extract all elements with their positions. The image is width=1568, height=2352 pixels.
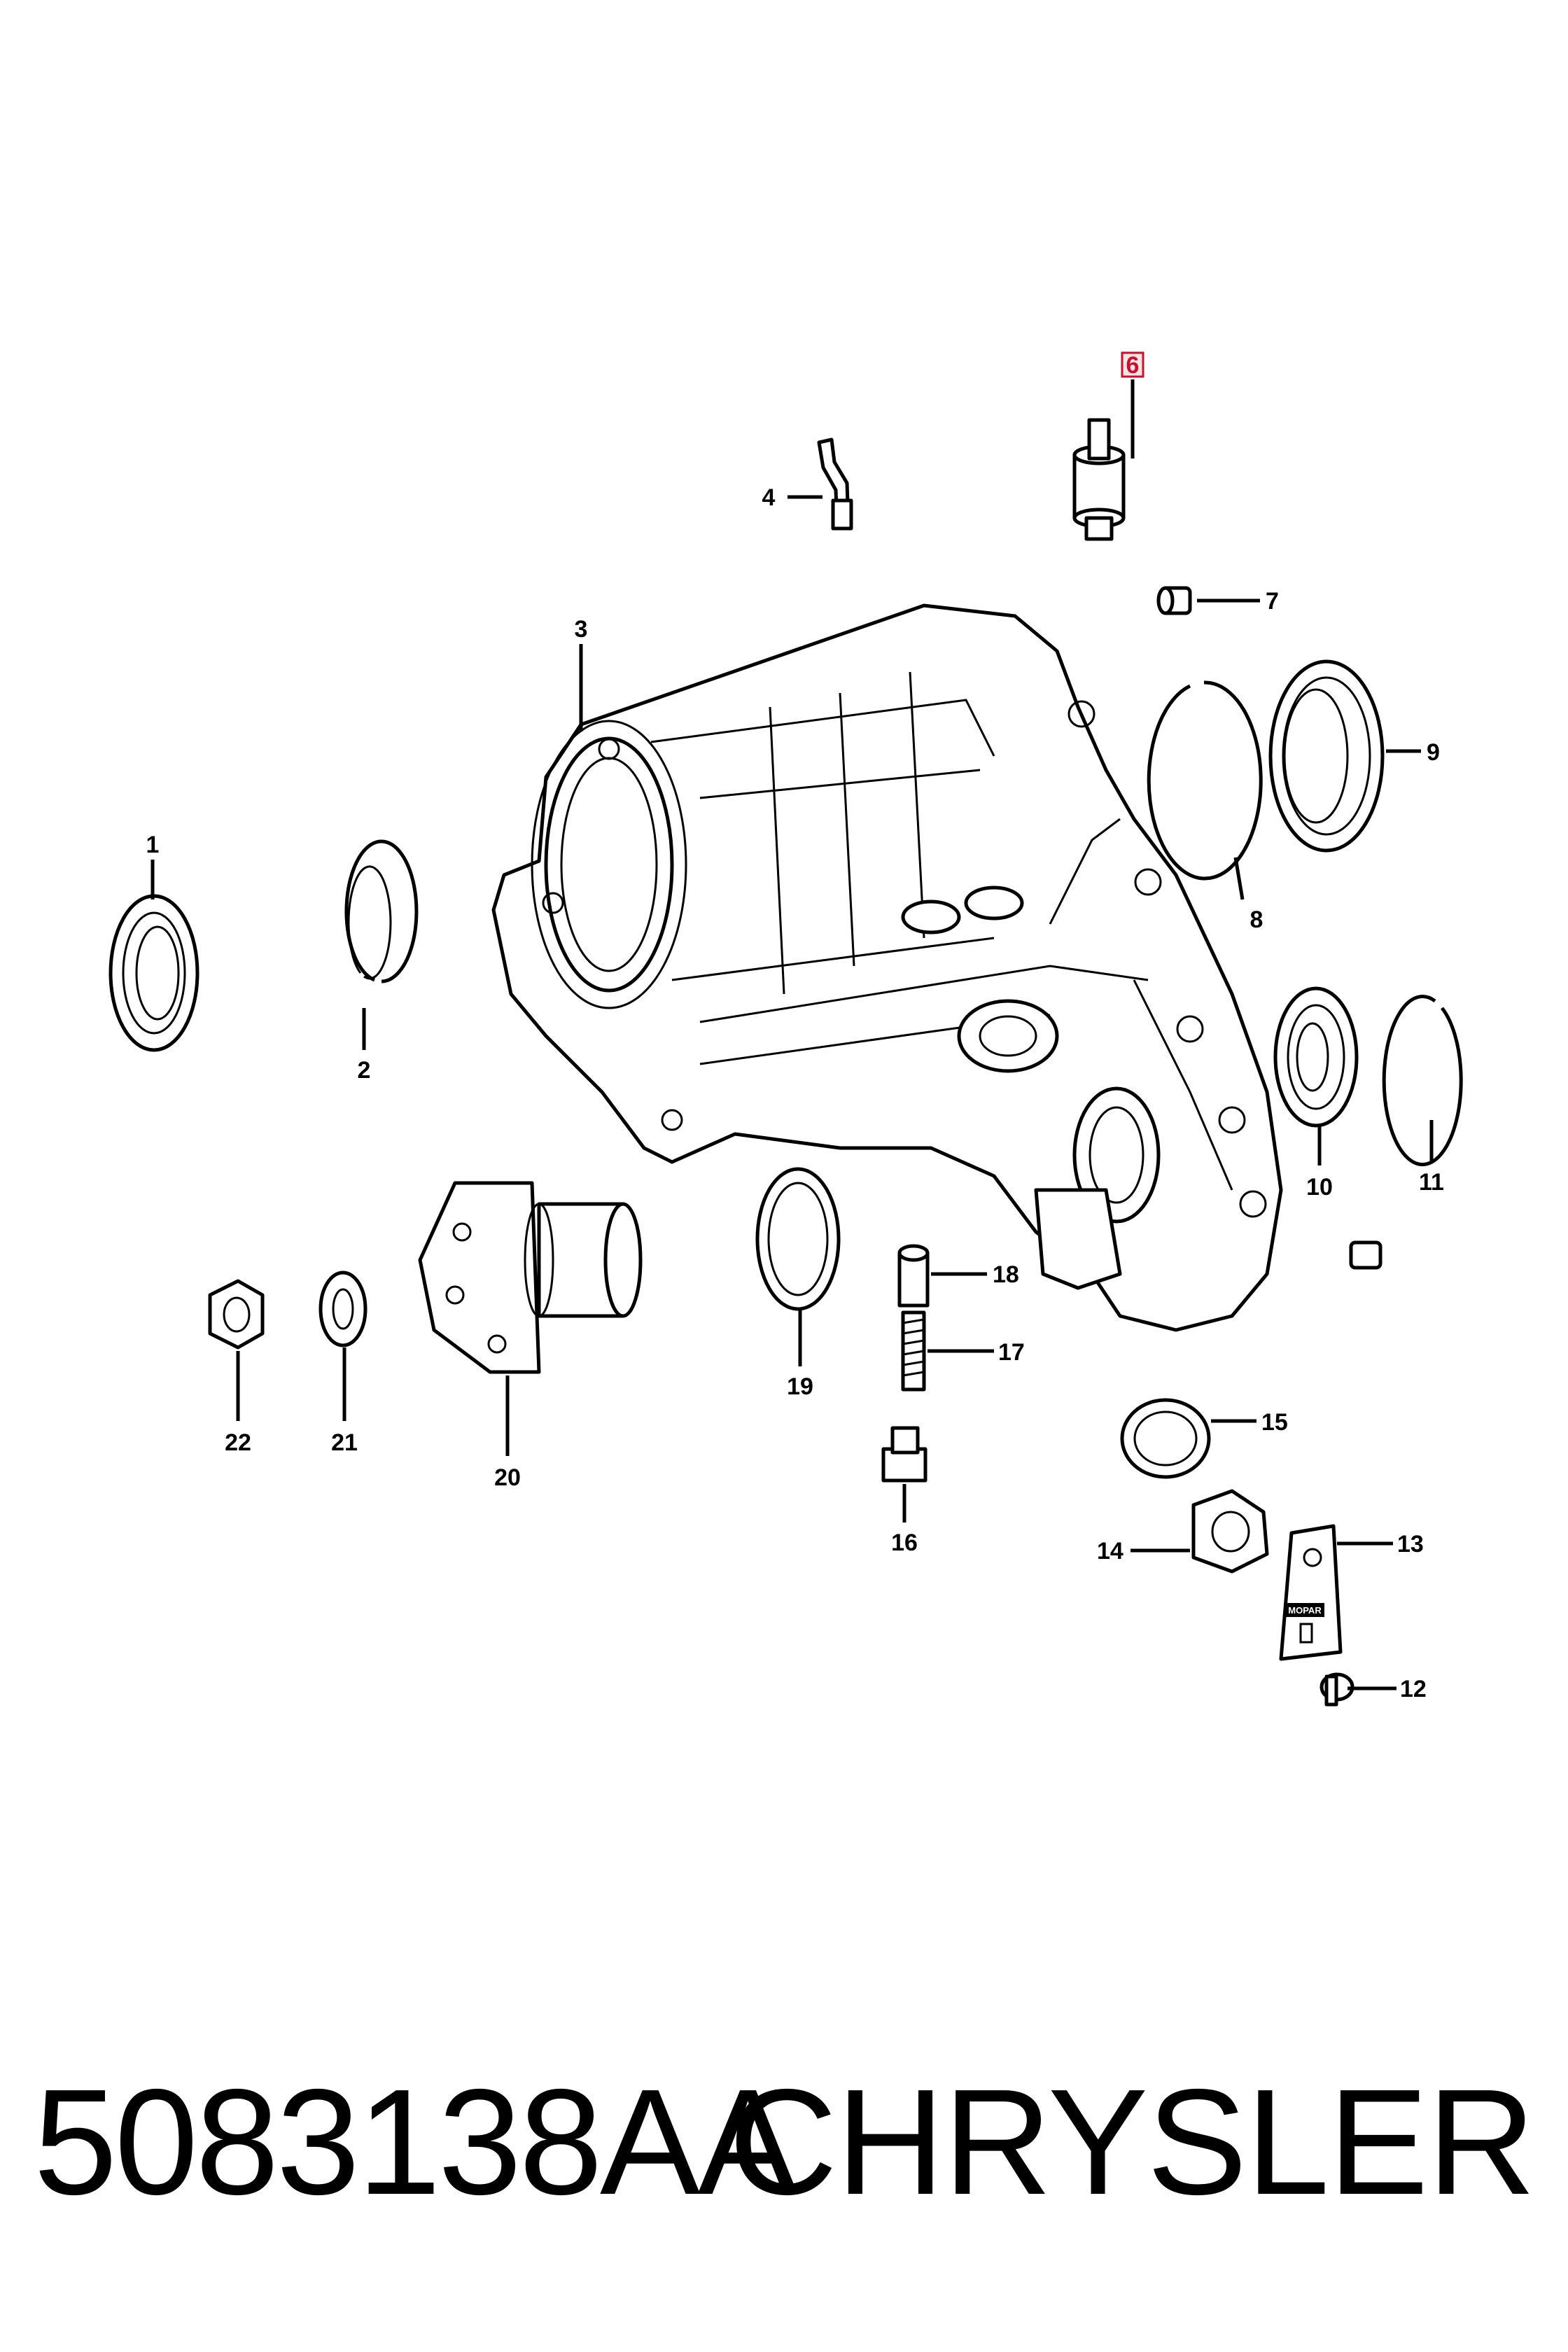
callout-6: 6 [1126, 352, 1140, 379]
part-15-gasket [1120, 1398, 1211, 1479]
callout-12: 12 [1400, 1676, 1427, 1702]
callout-3: 3 [575, 616, 588, 643]
part-3-housing [491, 603, 1283, 1332]
part-1-seal [108, 894, 200, 1052]
callouts: 1 2 3 4 6 7 8 9 10 11 12 13 14 15 16 17 … [146, 351, 1444, 1702]
leader-lines [150, 379, 1434, 1690]
callout-19: 19 [787, 1373, 813, 1400]
part-number: 5083138AA [34, 2057, 798, 2226]
brand-name: CHRYSLER [729, 2057, 1536, 2226]
part-7-bushing [1156, 586, 1192, 615]
tag-label: MOPAR [1288, 1605, 1322, 1616]
callout-22: 22 [225, 1429, 251, 1456]
part-18-plunger [897, 1244, 930, 1308]
callout-1: 1 [146, 832, 160, 858]
callout-13: 13 [1397, 1531, 1424, 1558]
part-2-snap-ring [344, 839, 419, 983]
part-6-sensor [1072, 418, 1126, 541]
callout-11: 11 [1419, 1169, 1444, 1196]
callout-4: 4 [762, 484, 776, 511]
part-14-nut [1191, 1489, 1269, 1574]
part-16-plug [881, 1426, 927, 1483]
callout-20: 20 [494, 1464, 521, 1491]
part-9-bearing [1268, 659, 1385, 853]
part-4-vent [817, 438, 853, 531]
part-10-bearing [1273, 986, 1359, 1128]
callout-16: 16 [891, 1530, 918, 1556]
callout-2: 2 [358, 1057, 371, 1084]
callout-6-highlight-box [1121, 351, 1144, 378]
callout-10: 10 [1306, 1174, 1333, 1200]
part-20-flange [418, 1181, 643, 1374]
callout-15: 15 [1261, 1409, 1288, 1436]
part-19-seal [755, 1167, 841, 1311]
part-22-nut [208, 1279, 265, 1350]
callout-9: 9 [1427, 739, 1440, 766]
callout-18: 18 [993, 1261, 1019, 1288]
part-21-washer [318, 1270, 368, 1348]
footer: 5083138AA CHRYSLER [0, 2051, 1568, 2233]
callout-8: 8 [1250, 906, 1264, 933]
small-bushing [1349, 1240, 1382, 1270]
part-11-snap-ring [1382, 995, 1463, 1166]
callout-17: 17 [998, 1339, 1025, 1366]
part-13-tag: MOPAR [1279, 1524, 1343, 1661]
part-8-snap-ring [1147, 680, 1263, 881]
part-17-spring [901, 1310, 926, 1392]
callout-21: 21 [331, 1429, 358, 1456]
callout-7: 7 [1266, 588, 1279, 615]
callout-14: 14 [1097, 1538, 1124, 1564]
part-12-bolt [1320, 1672, 1354, 1707]
